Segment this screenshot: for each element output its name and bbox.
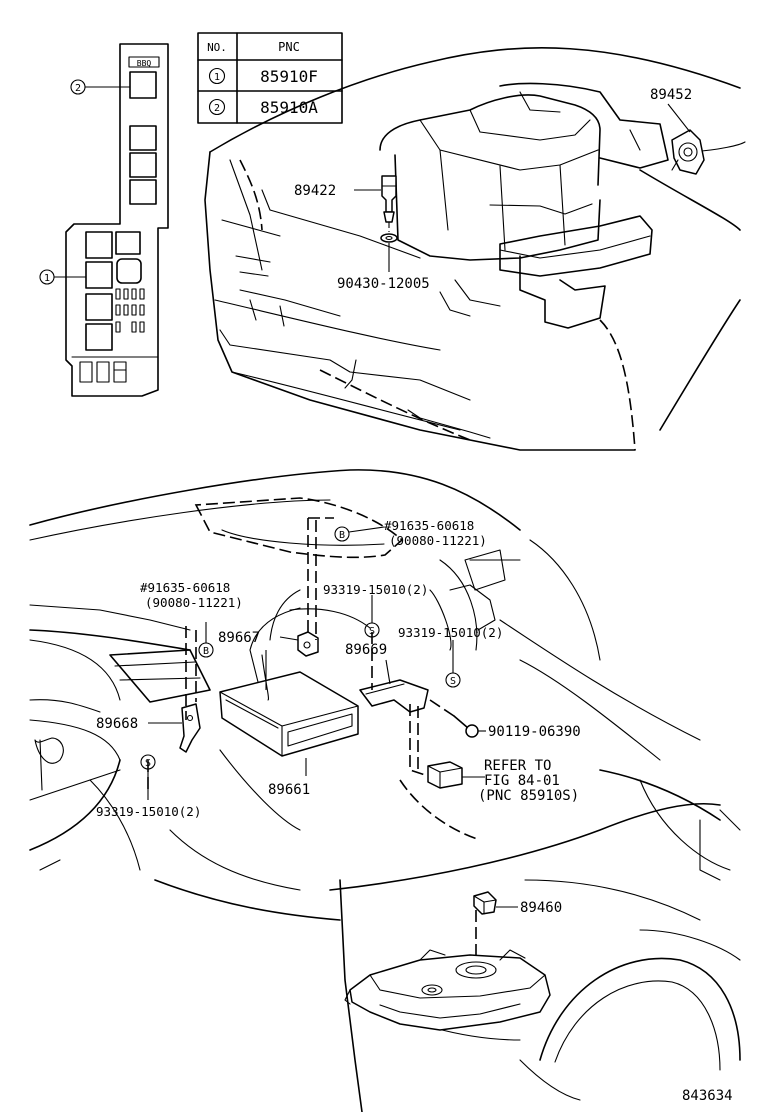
svg-text:S: S: [145, 758, 151, 769]
part-connector-refer: REFER TO FIG 84-01 (PNC 85910S): [427, 758, 579, 804]
fuse-callout-2: 2: [70, 79, 130, 95]
screw-s-b: S 93319-15010(2): [398, 625, 503, 688]
label-91635-upper: #91635-60618: [384, 518, 474, 533]
fuse-callout-1: 1: [39, 269, 86, 285]
label-89669: 89669: [345, 642, 387, 658]
part-89452-horn: 89452: [650, 87, 705, 175]
part-89669-bracket: 89669: [345, 642, 429, 713]
part-89667-bracket: 89667: [218, 630, 319, 657]
label-89452: 89452: [650, 87, 692, 103]
fuse-relay-box: BBQ: [65, 43, 169, 397]
label-90119-06390: 90119-06390: [488, 724, 581, 740]
label-90430-12005: 90430-12005: [337, 276, 430, 292]
part-89668-bracket: 89668: [96, 703, 201, 753]
screw-s-c: S 93319-15010(2): [96, 754, 201, 819]
part-89422-sensor: 89422 90430-12005: [294, 175, 430, 292]
table-row-1-pnc: 85910F: [260, 67, 318, 86]
part-89661-ecu: 89661: [219, 650, 359, 798]
pnc-table: NO. PNC 1 85910F 2 85910A: [197, 32, 343, 124]
svg-text:2: 2: [75, 83, 81, 94]
table-row-1-no: 1: [214, 72, 220, 83]
svg-text:S: S: [450, 676, 456, 687]
refer-to-line-2: FIG 84-01: [484, 773, 560, 789]
figure-number: 843634: [682, 1088, 733, 1104]
clip-b-upper: B #91635-60618 (90080-11221): [334, 518, 487, 548]
svg-text:BBQ: BBQ: [137, 59, 152, 68]
table-row-2-pnc: 85910A: [260, 98, 318, 117]
label-89661: 89661: [268, 782, 310, 798]
table-header-pnc: PNC: [278, 40, 300, 54]
label-93319-c: 93319-15010(2): [96, 804, 201, 819]
label-90080-upper: (90080-11221): [389, 533, 487, 548]
refer-to-line-3: (PNC 85910S): [478, 788, 579, 804]
refer-to-line-1: REFER TO: [484, 758, 551, 774]
part-89460-sender: 89460: [473, 891, 562, 916]
engine-bay-drawing: [204, 47, 746, 451]
label-89460: 89460: [520, 900, 562, 916]
table-header-no: NO.: [207, 41, 227, 54]
svg-text:S: S: [369, 626, 375, 637]
svg-text:1: 1: [44, 273, 50, 284]
label-91635-left: #91635-60618: [140, 580, 230, 595]
label-93319-a: 93319-15010(2): [323, 582, 428, 597]
label-93319-b: 93319-15010(2): [398, 625, 503, 640]
svg-text:B: B: [339, 530, 345, 541]
interior-drawing: [29, 469, 731, 921]
label-89668: 89668: [96, 716, 138, 732]
label-89422: 89422: [294, 183, 336, 199]
part-90119-bolt: 90119-06390: [453, 715, 581, 740]
table-row-2-no: 2: [214, 103, 220, 114]
rear-body-drawing: [329, 802, 741, 1112]
label-89667: 89667: [218, 630, 260, 646]
fuel-tank: [344, 949, 551, 1031]
clip-b-left: B #91635-60618 (90080-11221): [140, 580, 243, 658]
svg-text:B: B: [203, 646, 209, 657]
label-90080-left: (90080-11221): [145, 595, 243, 610]
screw-s-a: S 93319-15010(2): [323, 582, 428, 638]
